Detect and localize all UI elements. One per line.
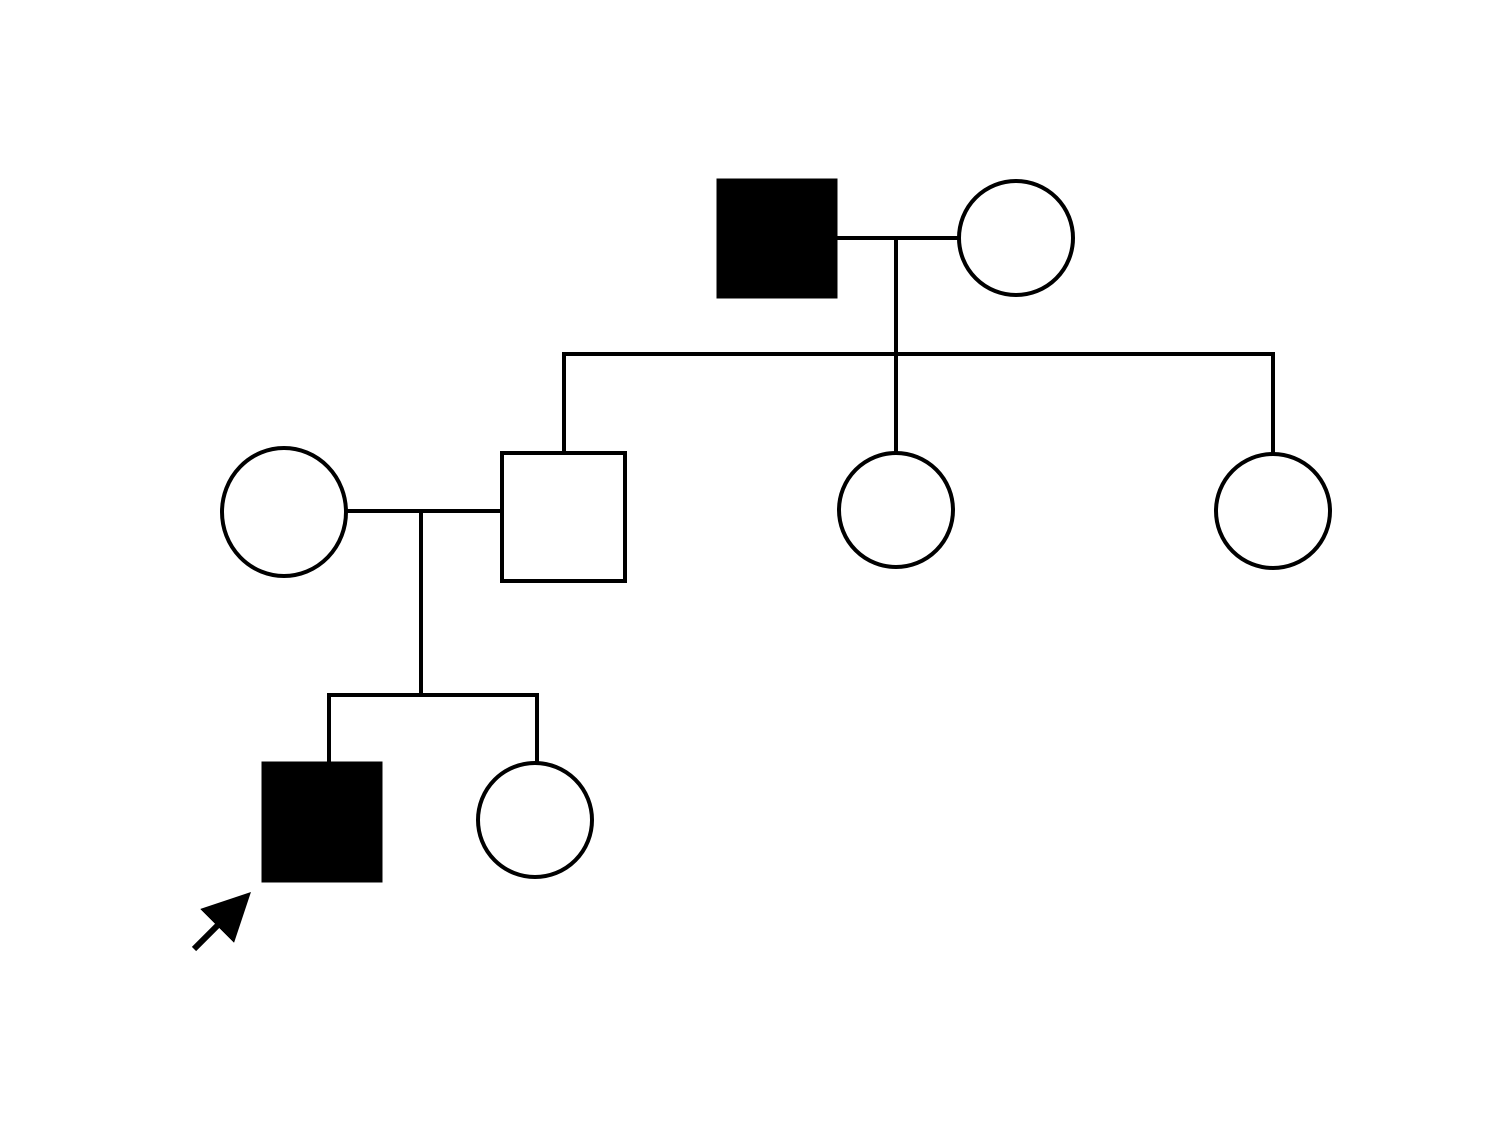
individual-II-1-female: [220, 446, 348, 578]
individual-I-2-female: [957, 179, 1075, 297]
individual-II-3-female: [837, 451, 955, 569]
individual-II-4-female: [1214, 452, 1332, 570]
individual-III-2-female: [476, 761, 594, 879]
proband-arrow-icon: [191, 892, 251, 952]
individual-III-1-affected-male-proband: [261, 761, 383, 883]
individual-I-1-affected-male: [716, 178, 838, 299]
individual-II-2-male: [500, 451, 627, 583]
